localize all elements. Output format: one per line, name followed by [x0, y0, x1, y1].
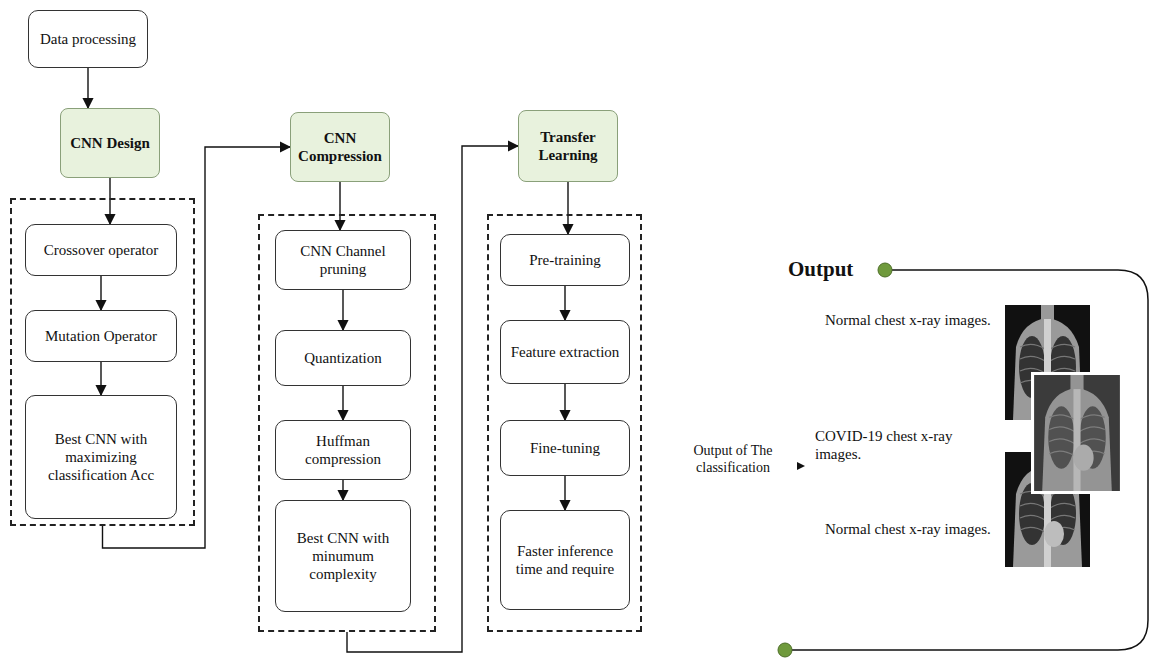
process-box: Faster inference time and require: [500, 510, 630, 610]
process-box: Huffman compression: [275, 420, 411, 480]
box-text: Crossover operator: [44, 241, 159, 259]
group-region: Crossover operatorMutation OperatorBest …: [10, 198, 195, 526]
process-box: Feature extraction: [500, 320, 630, 384]
flow-arrow: [342, 480, 343, 500]
process-box: Pre-training: [500, 234, 630, 286]
process-box: Data processing: [28, 10, 148, 68]
box-text: Best CNN with minumum complexity: [282, 529, 404, 583]
class-label: COVID-19 chest x-ray images.: [815, 427, 1000, 463]
flow-arrow: [100, 362, 101, 395]
flow-arrow: [87, 68, 88, 108]
process-box: Mutation Operator: [25, 310, 177, 362]
xray-image: [1034, 375, 1120, 491]
flow-arrow: [564, 476, 565, 510]
panel-heading: Output: [788, 257, 883, 282]
group-region: Pre-trainingFeature extractionFine-tunin…: [487, 214, 642, 632]
flow-arrow: [109, 178, 110, 224]
process-box: Quantization: [275, 330, 411, 386]
group-region: CNN Channel pruningQuantizationHuffman c…: [258, 214, 436, 632]
stage-box: CNN Design: [60, 108, 160, 178]
box-text: Fine-tuning: [530, 439, 600, 457]
box-text: Feature extraction: [511, 343, 620, 361]
flow-arrow: [567, 182, 568, 234]
panel-dot: [878, 263, 892, 277]
process-box: Best CNN with maximizing classification …: [25, 395, 177, 519]
box-text: CNN Compression: [297, 129, 383, 165]
output-panel: OutputNormal chest x-ray images. COVID-19…: [770, 255, 1155, 660]
box-text: Huffman compression: [282, 432, 404, 468]
box-text: Faster inference time and require: [507, 542, 623, 578]
flow-arrow: [342, 290, 343, 330]
box-text: CNN Design: [70, 134, 150, 152]
process-box: Crossover operator: [25, 224, 177, 276]
xray-haze: [1034, 375, 1120, 491]
box-text: Data processing: [40, 30, 136, 48]
flow-arrow: [339, 182, 340, 230]
xray-frame: [1031, 372, 1123, 494]
box-text: Transfer Learning: [525, 128, 611, 164]
box-text: CNN Channel pruning: [282, 242, 404, 278]
stage-box: Transfer Learning: [518, 110, 618, 182]
flow-arrow: [100, 276, 101, 310]
box-text: Mutation Operator: [45, 327, 157, 345]
flow-arrow: [342, 386, 343, 420]
panel-dot: [778, 643, 792, 657]
output-pointer: [797, 462, 805, 470]
box-text: Best CNN with maximizing classification …: [32, 430, 170, 484]
flow-arrow: [564, 384, 565, 420]
class-label: Normal chest x-ray images.: [825, 311, 1000, 329]
class-label: Normal chest x-ray images.: [825, 520, 1000, 538]
process-box: Best CNN with minumum complexity: [275, 500, 411, 612]
stage-box: CNN Compression: [290, 112, 390, 182]
flow-arrow: [564, 286, 565, 320]
process-box: CNN Channel pruning: [275, 230, 411, 290]
output-caption: Output of The classification: [672, 443, 794, 477]
process-box: Fine-tuning: [500, 420, 630, 476]
box-text: Pre-training: [529, 251, 601, 269]
panel-bracket: [792, 270, 1148, 650]
box-text: Quantization: [304, 349, 381, 367]
